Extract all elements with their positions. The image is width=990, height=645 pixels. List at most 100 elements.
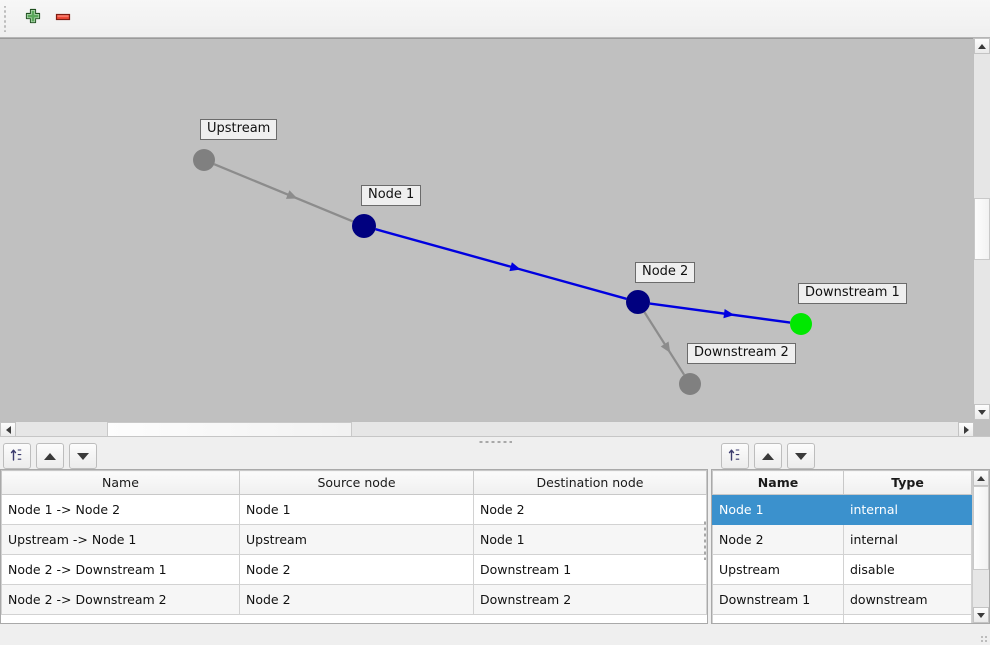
graph-edge[interactable] bbox=[643, 311, 686, 376]
edge-name[interactable]: Upstream -> Node 1 bbox=[1, 524, 240, 555]
edge-source[interactable]: Node 1 bbox=[239, 494, 474, 525]
splitter-grip bbox=[478, 439, 512, 444]
nodes-scroll-track[interactable] bbox=[973, 570, 989, 607]
triangle-up-icon bbox=[762, 452, 774, 460]
edges-sort-button[interactable] bbox=[3, 443, 31, 469]
remove-node-button[interactable] bbox=[48, 4, 78, 34]
edges-move-down-button[interactable] bbox=[69, 443, 97, 469]
triangle-up-icon bbox=[977, 475, 985, 481]
edge-source[interactable]: Upstream bbox=[239, 524, 474, 555]
edge-name[interactable]: Node 2 -> Downstream 1 bbox=[1, 554, 240, 585]
edge-name[interactable]: Node 2 -> Downstream 2 bbox=[1, 584, 240, 615]
graph-edge[interactable] bbox=[649, 302, 791, 324]
node-type[interactable]: downstream bbox=[843, 584, 972, 615]
vertical-splitter[interactable] bbox=[703, 520, 708, 560]
edges-column-source[interactable]: Source node bbox=[239, 470, 474, 495]
nodes-column-type[interactable]: Type bbox=[843, 470, 972, 495]
graph-node-node1[interactable] bbox=[352, 214, 376, 238]
node-type[interactable]: disable bbox=[843, 554, 972, 585]
graph-svg bbox=[193, 149, 812, 395]
edge-source[interactable]: Node 2 bbox=[239, 584, 474, 615]
nodes-scroll-down-button[interactable] bbox=[973, 607, 989, 623]
graph-node-node2[interactable] bbox=[626, 290, 650, 314]
edge-arrowhead bbox=[509, 262, 521, 272]
edges-move-up-button[interactable] bbox=[36, 443, 64, 469]
node-name[interactable]: Upstream bbox=[712, 554, 844, 585]
edge-arrowhead bbox=[723, 309, 735, 319]
scroll-right-button[interactable] bbox=[958, 422, 974, 437]
scroll-up-button[interactable] bbox=[974, 38, 990, 54]
edges-toolbar bbox=[0, 443, 708, 469]
node-label-downstream1[interactable]: Downstream 1 bbox=[798, 283, 907, 304]
nodes-table-scrollbar[interactable] bbox=[972, 470, 989, 623]
edge-destination[interactable]: Node 1 bbox=[473, 524, 707, 555]
resize-grip[interactable] bbox=[980, 635, 988, 643]
node-label-upstream[interactable]: Upstream bbox=[200, 119, 278, 140]
node-type[interactable]: internal bbox=[843, 494, 972, 525]
graph-edge[interactable] bbox=[375, 228, 627, 300]
graph-edge[interactable] bbox=[213, 163, 354, 223]
canvas-horizontal-scrollbar[interactable] bbox=[0, 421, 974, 437]
graph-node-upstream[interactable] bbox=[193, 149, 215, 171]
nodes-move-down-button[interactable] bbox=[787, 443, 815, 469]
edges-table-empty-row bbox=[1, 614, 707, 623]
scroll-down-button[interactable] bbox=[974, 404, 990, 420]
add-node-button[interactable] bbox=[18, 4, 48, 34]
nodes-toolbar bbox=[711, 443, 990, 469]
empty-cell bbox=[843, 614, 972, 623]
nodes-sort-button[interactable] bbox=[721, 443, 749, 469]
nodes-scroll-thumb[interactable] bbox=[973, 486, 989, 570]
empty-cell bbox=[712, 614, 844, 623]
node-name[interactable]: Node 1 bbox=[712, 494, 844, 525]
nodes-table-header-row: Name Type bbox=[712, 470, 972, 495]
main-toolbar bbox=[0, 0, 990, 38]
node-label-node2[interactable]: Node 2 bbox=[635, 262, 696, 283]
edges-pane: Name Source node Destination node Node 1… bbox=[0, 443, 708, 628]
nodes-move-up-button[interactable] bbox=[754, 443, 782, 469]
graph-node-downstream2[interactable] bbox=[679, 373, 701, 395]
edges-table-frame[interactable]: Name Source node Destination node Node 1… bbox=[0, 469, 708, 624]
node-name[interactable]: Downstream 1 bbox=[712, 584, 844, 615]
edge-destination[interactable]: Downstream 2 bbox=[473, 584, 707, 615]
node-label-downstream2[interactable]: Downstream 2 bbox=[687, 343, 796, 364]
sort-arrows-icon bbox=[9, 447, 25, 466]
edge-destination[interactable]: Node 2 bbox=[473, 494, 707, 525]
nodes-column-name[interactable]: Name bbox=[712, 470, 844, 495]
horizontal-splitter[interactable] bbox=[0, 436, 990, 446]
edge-name[interactable]: Node 1 -> Node 2 bbox=[1, 494, 240, 525]
triangle-right-icon bbox=[963, 425, 969, 434]
canvas-vertical-scrollbar[interactable] bbox=[973, 38, 990, 420]
edges-column-destination[interactable]: Destination node bbox=[473, 470, 707, 495]
node-label-node1[interactable]: Node 1 bbox=[361, 185, 422, 206]
node-type[interactable]: internal bbox=[843, 524, 972, 555]
nodes-scroll-up-button[interactable] bbox=[973, 470, 989, 486]
edges-table[interactable]: Name Source node Destination node Node 1… bbox=[1, 470, 707, 623]
v-scroll-thumb[interactable] bbox=[974, 198, 990, 260]
edge-destination[interactable]: Downstream 1 bbox=[473, 554, 707, 585]
scroll-left-button[interactable] bbox=[0, 422, 16, 437]
edge-source[interactable]: Node 2 bbox=[239, 554, 474, 585]
triangle-down-icon bbox=[978, 409, 986, 415]
edges-column-name[interactable]: Name bbox=[1, 470, 240, 495]
h-scroll-thumb[interactable] bbox=[107, 422, 352, 437]
nodes-table-empty-row bbox=[712, 614, 972, 623]
toolbar-drag-handle[interactable] bbox=[2, 5, 12, 32]
graph-node-downstream1[interactable] bbox=[790, 313, 812, 335]
triangle-left-icon bbox=[5, 425, 11, 434]
edge-arrowhead bbox=[660, 341, 671, 353]
node-name[interactable]: Node 2 bbox=[712, 524, 844, 555]
